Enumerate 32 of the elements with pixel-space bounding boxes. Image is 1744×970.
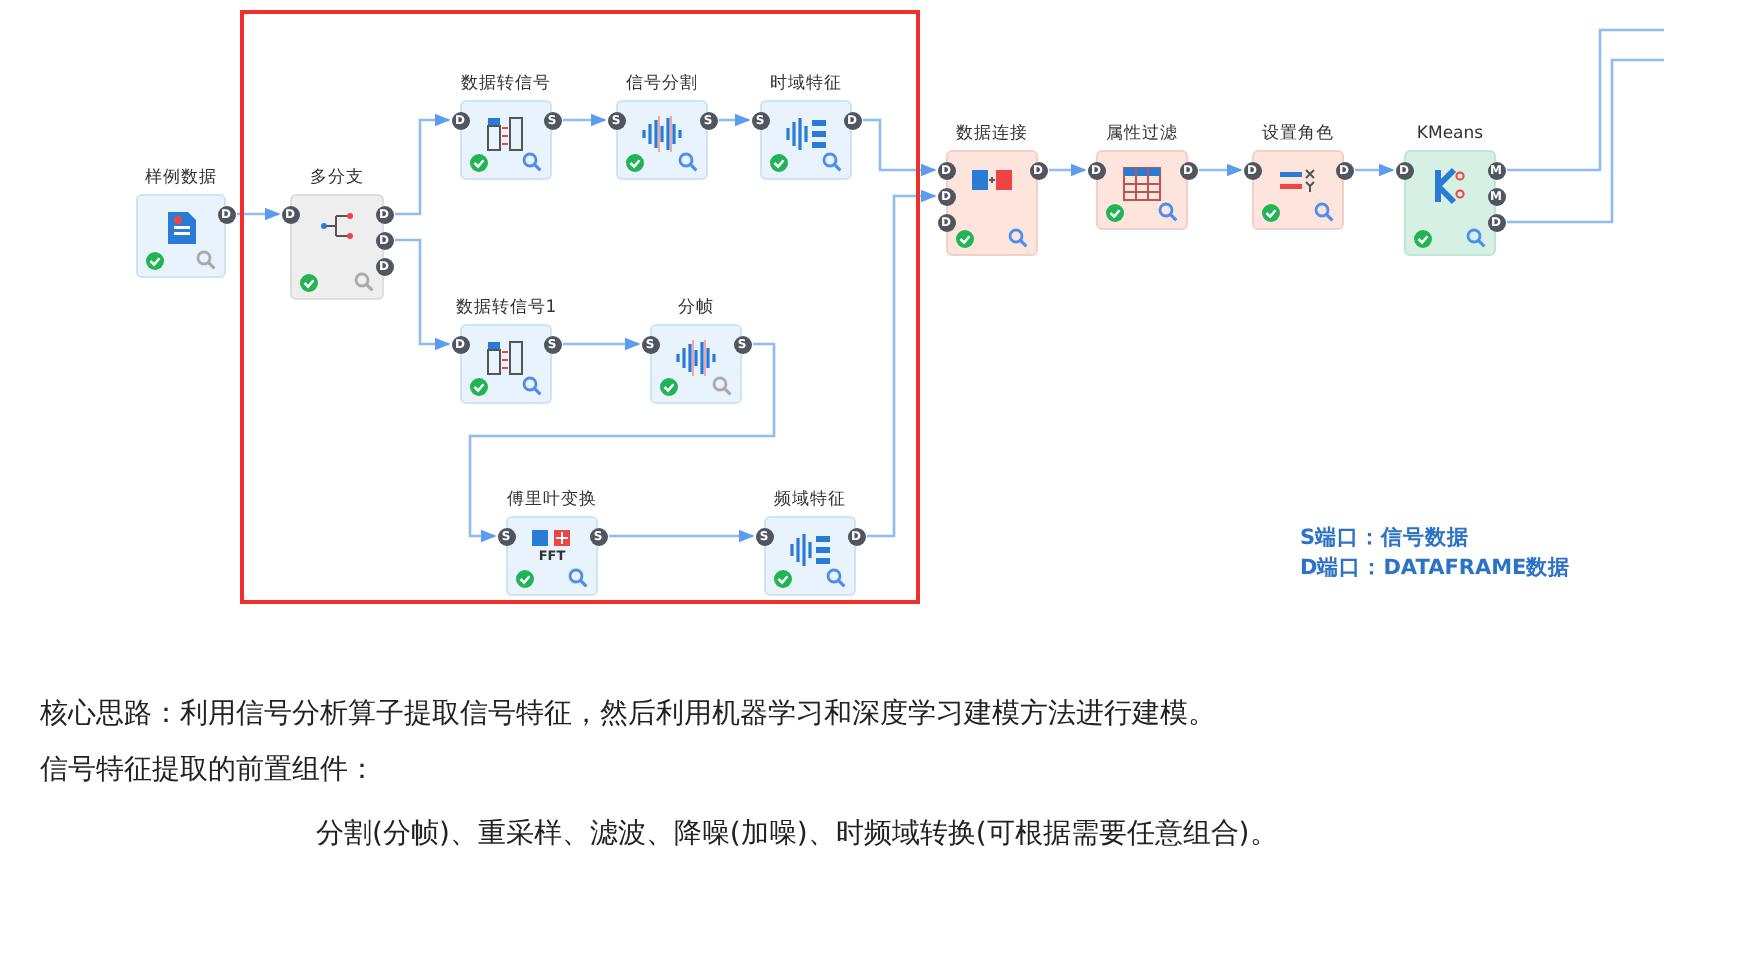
module-title: 分帧 [678, 298, 714, 320]
module-title: 多分支 [310, 168, 364, 190]
group-frame [240, 10, 920, 604]
arrow [1355, 163, 1395, 177]
module-title: 时域特征 [770, 74, 842, 96]
module-title: 属性过滤 [1106, 124, 1178, 146]
legend-text: S端口：信号数据 [1300, 524, 1470, 552]
module-title: 设置角色 [1262, 124, 1334, 146]
arrow [563, 337, 641, 351]
arrow [237, 207, 281, 221]
arrow [468, 342, 776, 543]
arrow [719, 113, 751, 127]
arrow [609, 529, 755, 543]
arrow [395, 113, 451, 216]
arrow [1199, 163, 1243, 177]
module-title: 傅里叶变换 [507, 490, 597, 512]
arrow [863, 118, 937, 177]
note-text: 核心思路：利用信号分析算子提取信号特征，然后利用机器学习和深度学习建模方法进行建模。 [40, 696, 1216, 732]
legend-text: D端口：DATAFRAME数据 [1300, 554, 1571, 582]
module-title: 信号分割 [626, 74, 698, 96]
module-title: 数据转信号1 [455, 298, 557, 320]
note-text: 分割(分帧)、重采样、滤波、降噪(加噪)、时频域转换(可根据需要任意组合)。 [316, 816, 1278, 852]
module-title: 数据转信号 [461, 74, 551, 96]
arrow [395, 238, 451, 351]
arrow [563, 113, 607, 127]
arrow [1049, 163, 1087, 177]
module-title: 样例数据 [145, 168, 217, 190]
arrow [867, 189, 937, 538]
module-title: 频域特征 [774, 490, 846, 512]
module-title: 数据连接 [956, 124, 1028, 146]
note-text: 信号特征提取的前置组件： [40, 752, 376, 788]
module-title: KMeans [1416, 124, 1484, 146]
